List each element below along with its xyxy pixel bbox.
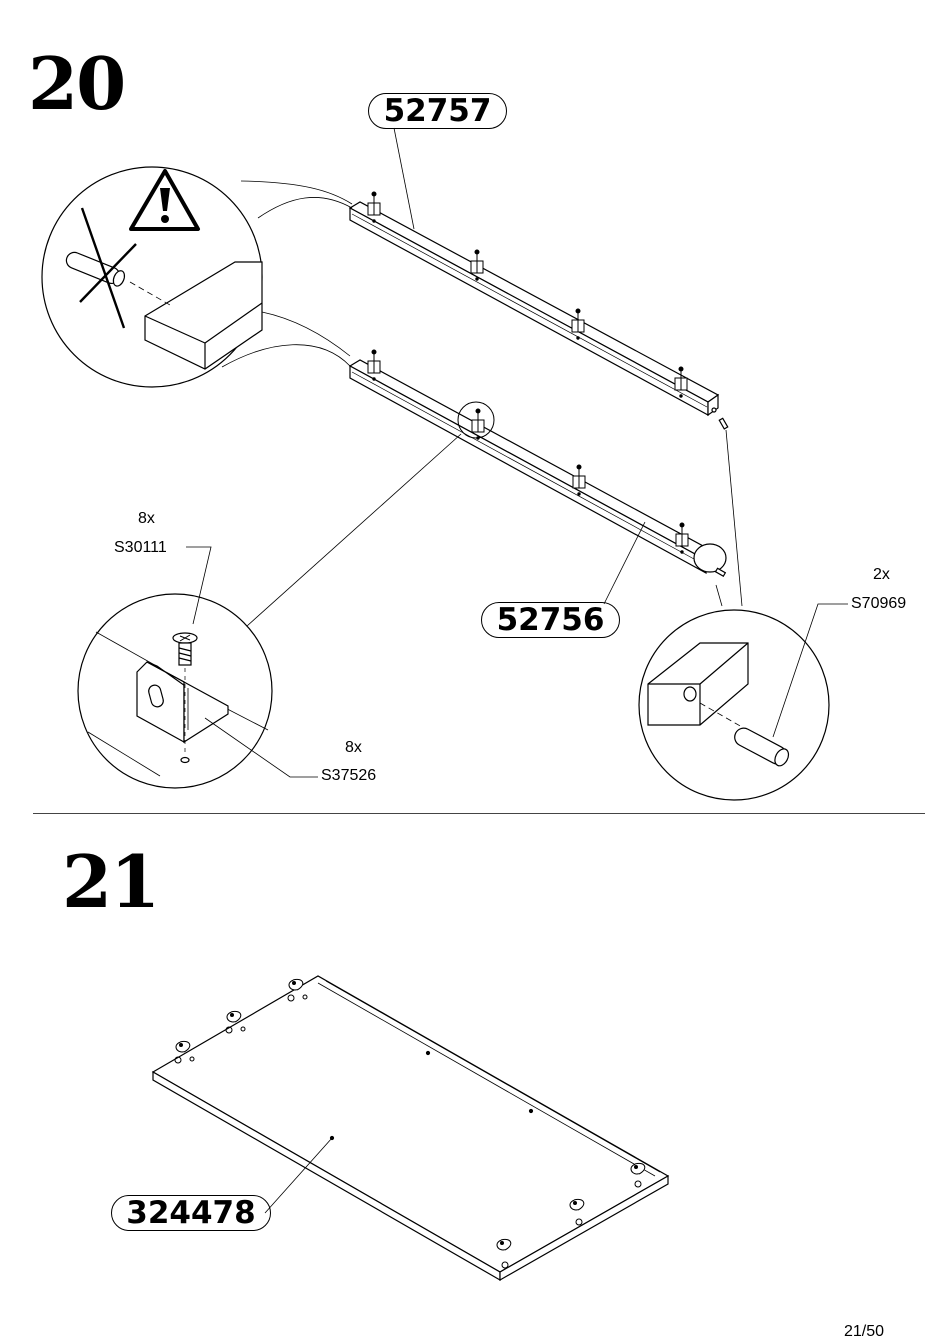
step-divider — [33, 813, 925, 814]
part-label-52757: 52757 — [368, 93, 507, 129]
page-number: 21/50 — [843, 1323, 884, 1340]
dowel-quantity: 2x — [873, 566, 890, 583]
lower-rail-brackets — [367, 349, 689, 554]
dowel-small — [718, 417, 729, 430]
bracket-quantity: 8x — [345, 739, 362, 756]
warning-detail — [41, 166, 353, 388]
panel-324478 — [151, 975, 670, 1282]
screw-code: S30111 — [114, 539, 167, 556]
part-label-324478: 324478 — [111, 1195, 271, 1231]
lower-rail-52756 — [348, 359, 727, 575]
bracket-code: S37526 — [321, 767, 377, 784]
step-20-number: 20 — [28, 41, 126, 126]
upper-rail-52757 — [348, 201, 720, 417]
dowel-code: S70969 — [851, 595, 907, 612]
warning-triangle-icon — [129, 169, 200, 231]
upper-rail-brackets — [367, 191, 688, 398]
screw-quantity: 8x — [138, 510, 155, 527]
step-21-number: 21 — [62, 839, 160, 924]
part-label-52756: 52756 — [481, 602, 620, 638]
bracket-detail — [77, 433, 462, 789]
dowel-detail — [638, 603, 848, 801]
